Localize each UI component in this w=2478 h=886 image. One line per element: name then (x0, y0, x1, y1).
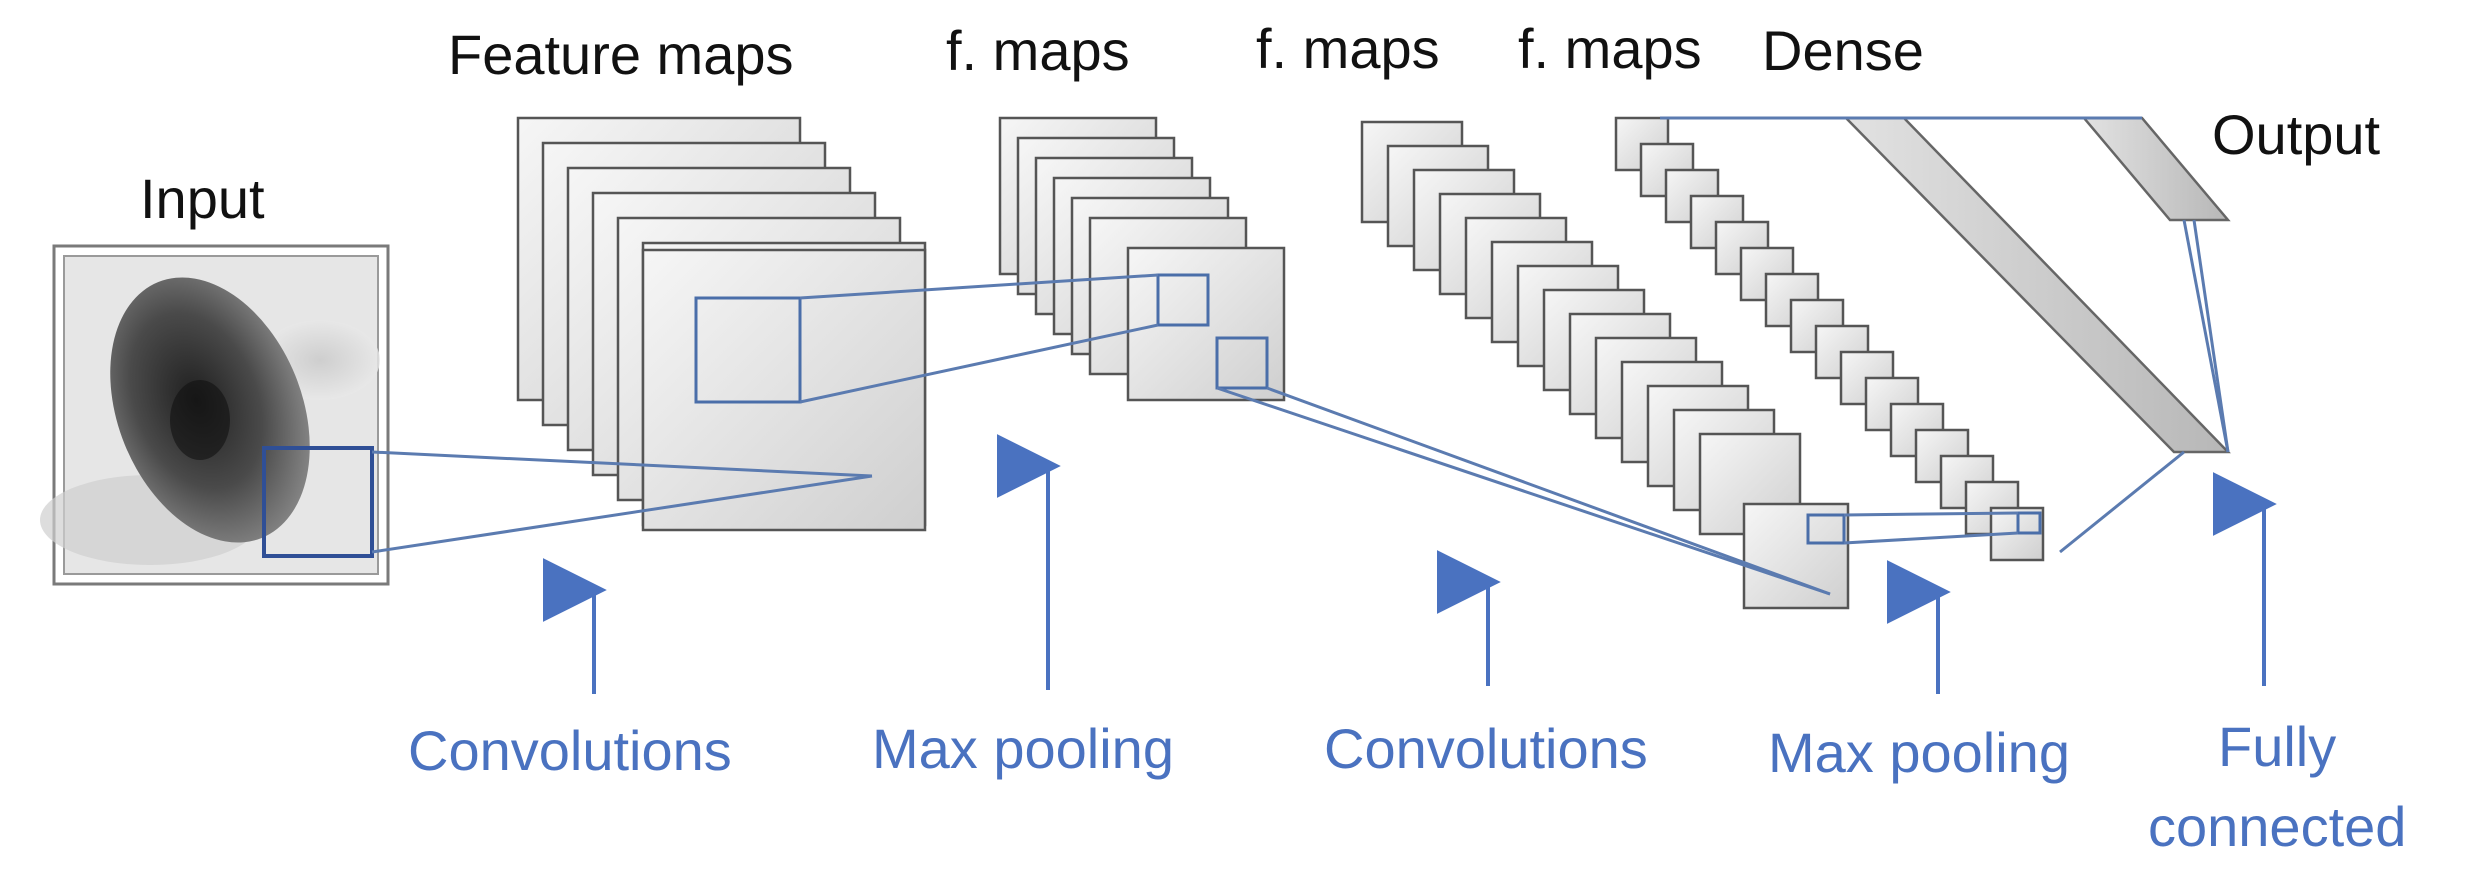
pool-window-1 (1156, 273, 1210, 327)
receptive-field-box (262, 446, 374, 558)
label-convolutions-1: Convolutions (408, 719, 732, 782)
label-fmaps-1: f. maps (946, 19, 1130, 82)
label-fmaps-3: f. maps (1518, 17, 1702, 80)
feature-map-window (694, 296, 802, 404)
operation-arrows (542, 434, 2277, 694)
fmaps-stack-pool-1 (998, 116, 1286, 402)
fmaps-stack-conv-2 (1360, 120, 1850, 610)
output-layer (2081, 116, 2231, 222)
label-max-pooling-1: Max pooling (872, 717, 1174, 780)
input-image (40, 244, 390, 586)
label-convolutions-2: Convolutions (1324, 717, 1648, 780)
label-feature-maps: Feature maps (448, 23, 794, 86)
pool2-window (2016, 511, 2042, 535)
label-input: Input (140, 167, 265, 230)
label-max-pooling-2: Max pooling (1768, 721, 2070, 784)
connector-lines (371, 116, 2230, 596)
pool-window-2 (1215, 336, 1269, 390)
label-connected: connected (2148, 795, 2406, 858)
cell-icon (110, 277, 310, 543)
label-fully: Fully (2218, 715, 2336, 778)
label-fmaps-2: f. maps (1256, 17, 1440, 80)
conv2-window (1806, 513, 1846, 545)
label-output: Output (2212, 103, 2381, 166)
label-dense: Dense (1762, 19, 1924, 82)
fmaps-stack-pool-2 (1614, 116, 2045, 562)
